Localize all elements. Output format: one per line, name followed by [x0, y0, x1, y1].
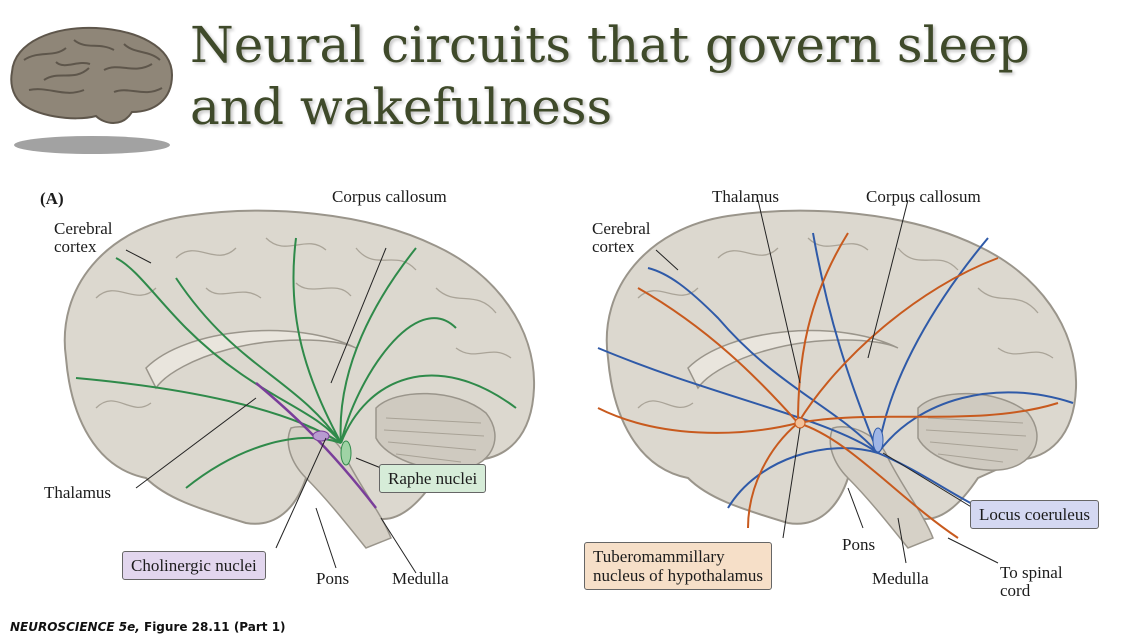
raphe-nuclei-box: Raphe nuclei	[379, 464, 487, 493]
panel-a-label: (A)	[40, 189, 64, 208]
locus-coeruleus-box: Locus coeruleus	[970, 500, 1099, 529]
caption-book: NEUROSCIENCE 5e,	[10, 620, 140, 634]
brain-sagittal-illustration	[63, 209, 536, 574]
brain-logo-icon	[10, 26, 174, 154]
diagram-panel-b: Thalamus Corpus callosum Cerebral cortex…	[578, 178, 1133, 608]
pons-label-a: Pons	[316, 569, 350, 588]
corpus-callosum-label-a: Corpus callosum	[332, 187, 447, 206]
spinal-cord-label: To spinal cord	[1000, 563, 1063, 600]
caption-figure: Figure 28.11 (Part 1)	[144, 620, 286, 634]
cerebral-cortex-label-b: Cerebral cortex	[592, 219, 651, 256]
raphe-projection-paths	[75, 237, 517, 489]
thalamus-label-b: Thalamus	[712, 187, 780, 206]
thalamus-label-a: Thalamus	[44, 483, 112, 502]
tuberomammillary-box: Tuberomammillary nucleus of hypothalamus	[584, 542, 772, 590]
brain-sagittal-illustration	[597, 199, 1078, 564]
medulla-label-b: Medulla	[872, 569, 929, 588]
corpus-callosum-label-b: Corpus callosum	[866, 187, 981, 206]
figure-caption: NEUROSCIENCE 5e, Figure 28.11 (Part 1)	[10, 620, 286, 634]
medulla-label-a: Medulla	[392, 569, 449, 588]
pons-label-b: Pons	[842, 535, 876, 554]
page-title: Neural circuits that govern sleep and wa…	[190, 16, 1030, 136]
tuberomammillary-projection-paths	[597, 232, 1059, 539]
cerebral-cortex-label-a: Cerebral cortex	[54, 219, 113, 256]
diagram-panel-a: (A) Corpus callosum Cerebral cortex Thal…	[36, 178, 536, 608]
cholinergic-nuclei-box: Cholinergic nuclei	[122, 551, 266, 580]
